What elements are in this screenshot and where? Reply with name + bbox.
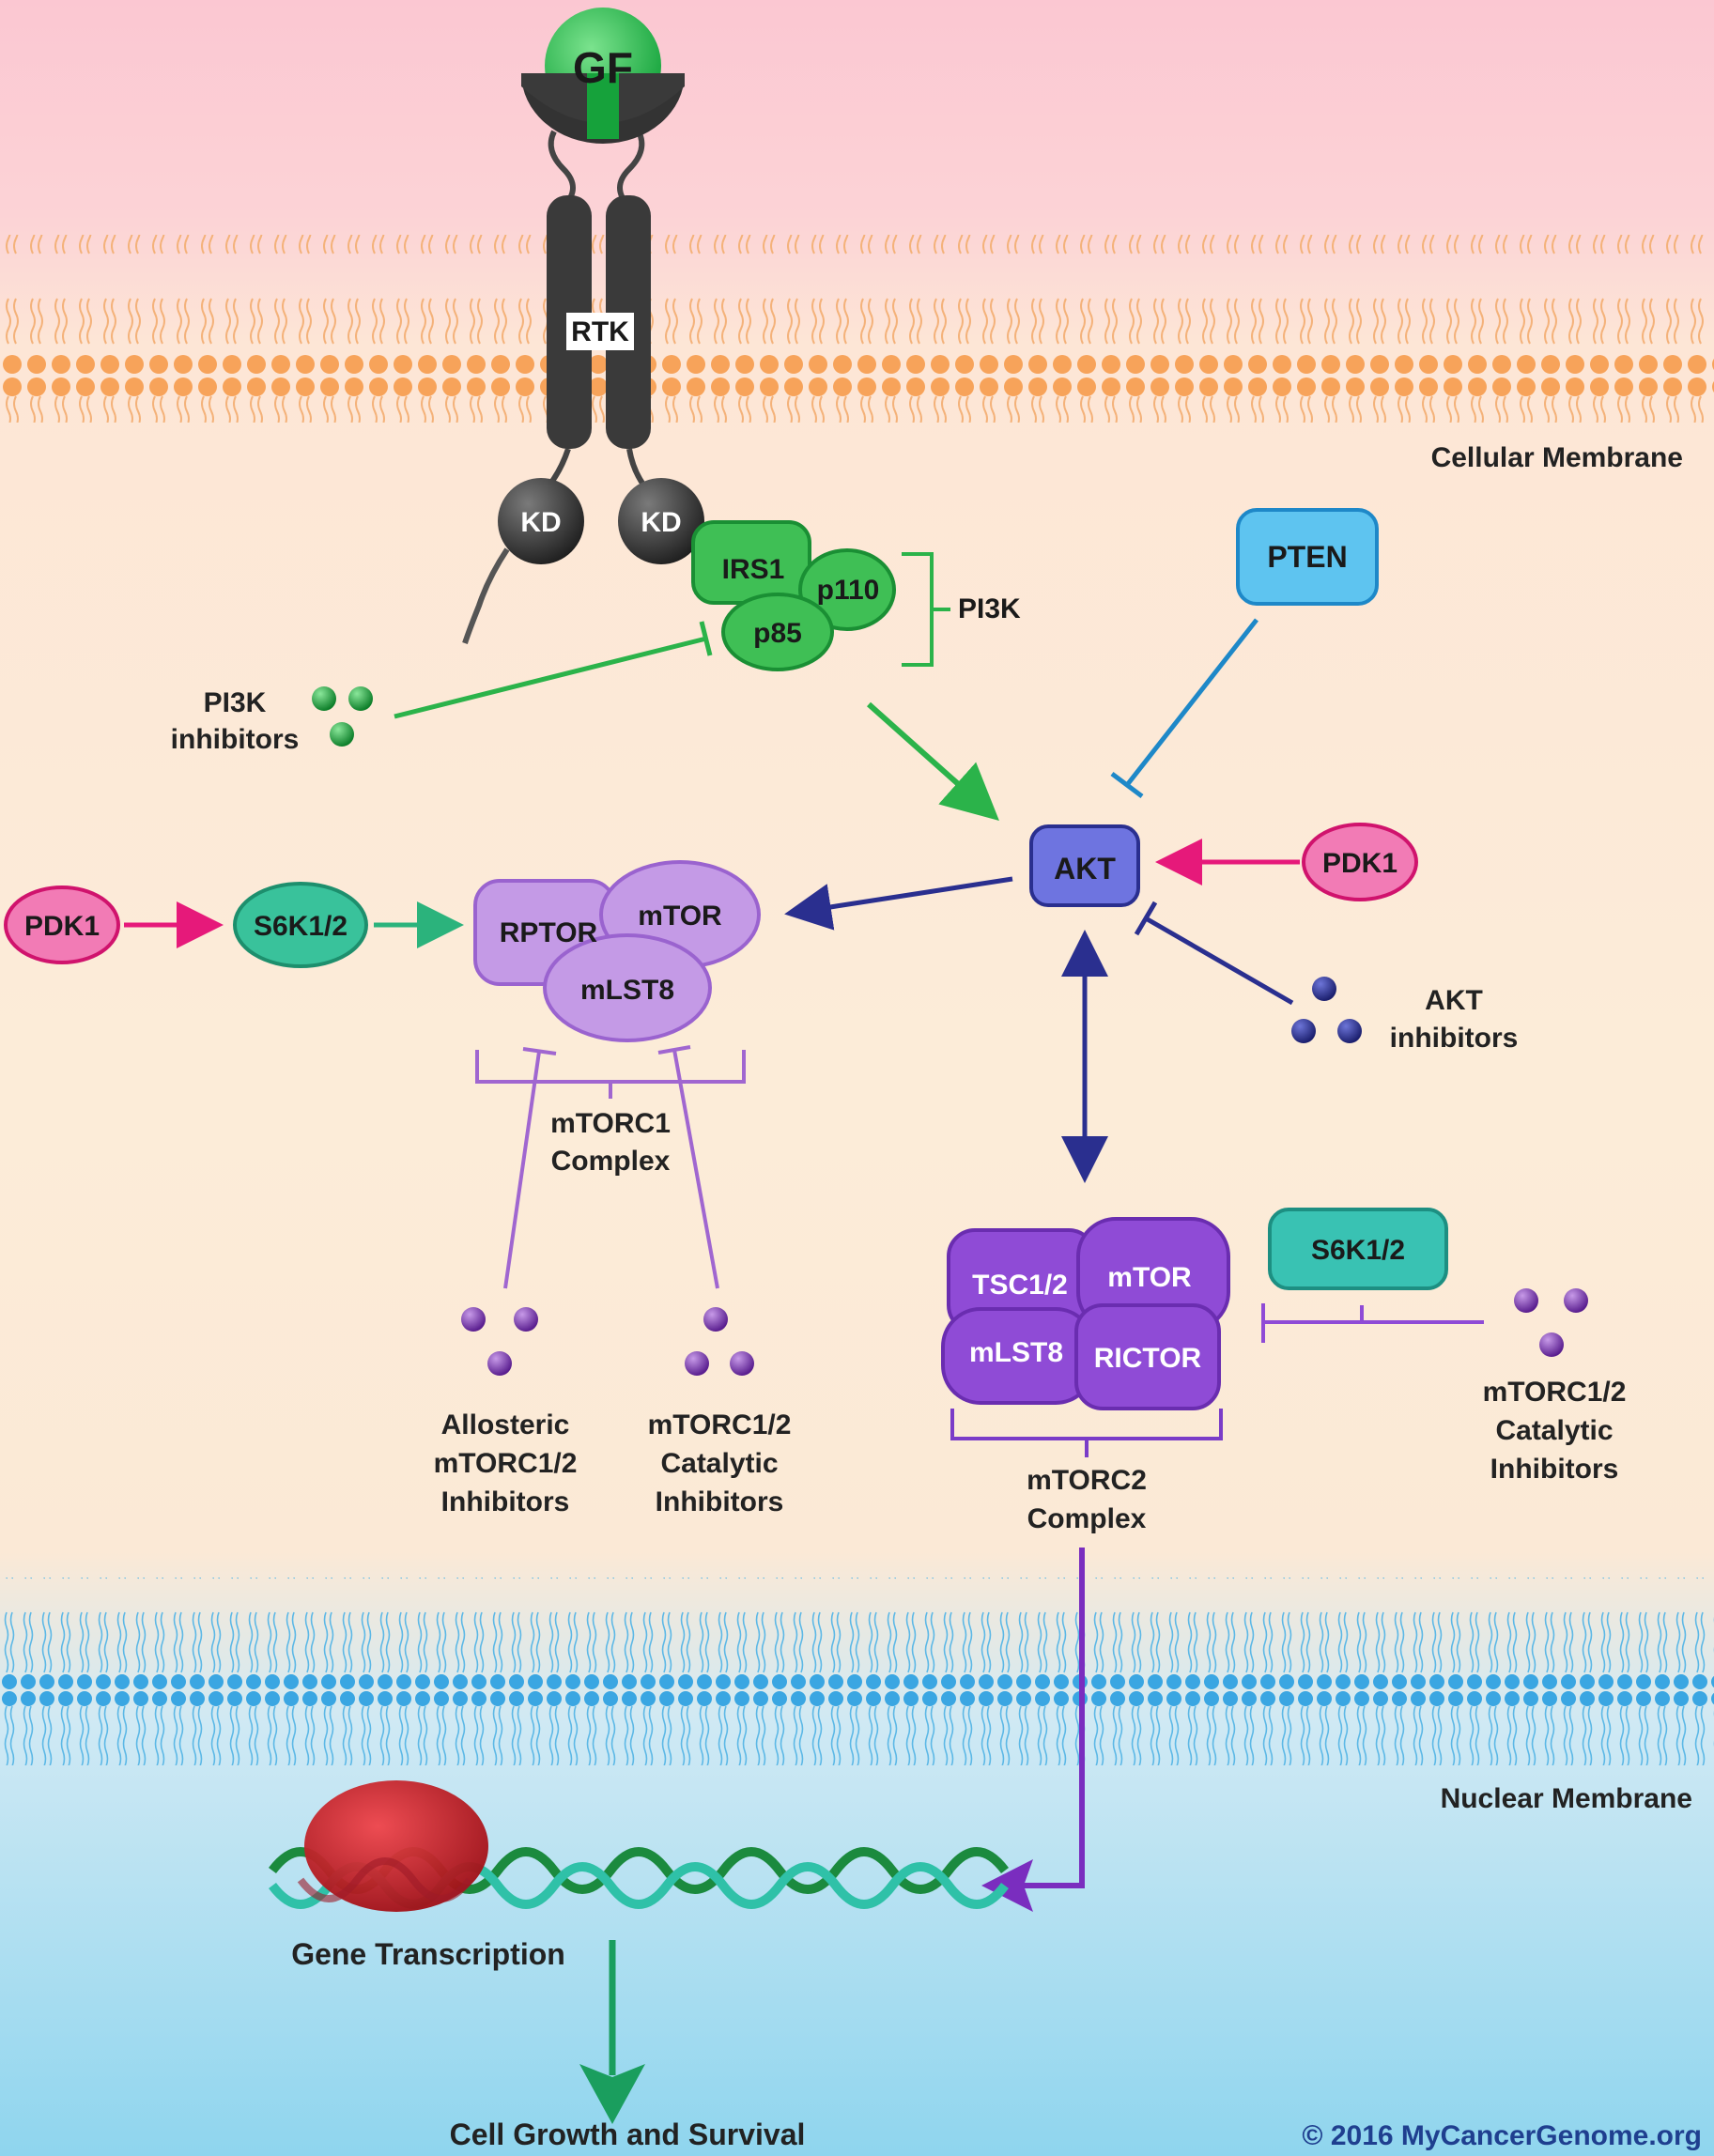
catalytic-right-line1: mTORC1/2: [1483, 1377, 1627, 1408]
dna-helix: [269, 1780, 1009, 1912]
allosteric-line3: Inhibitors: [441, 1486, 570, 1517]
allosteric-inhibitors: Allosteric mTORC1/2 Inhibitors: [434, 1307, 578, 1517]
catalytic-left-line2: Catalytic: [660, 1448, 778, 1479]
mtorc2-nucleus-arrow: [1014, 1548, 1085, 1888]
akt-inhibitors-line1: AKT: [1425, 985, 1483, 1016]
catalytic-inhibition-edge-1: [657, 1045, 719, 1289]
allosteric-line1: Allosteric: [441, 1409, 570, 1440]
kinase-domain-right: [618, 478, 704, 564]
pi3k-akt-arrow: [867, 701, 999, 821]
transcription-outcome-arrowhead: [579, 2064, 645, 2124]
kd-left-label: KD: [520, 507, 561, 538]
gf-label: GF: [573, 43, 633, 92]
mtorc1-complex: RPTOR mTOR mLST8 mTORC1 Complex: [473, 860, 761, 1177]
s6k-node-right: S6K1/2: [1268, 1208, 1448, 1290]
catalytic-right-line3: Inhibitors: [1490, 1454, 1619, 1485]
catalytic-inhibitors-left: mTORC1/2 Catalytic Inhibitors: [648, 1307, 792, 1517]
pi3k-inhibition-edge: [394, 621, 713, 719]
rtk-label: RTK: [571, 316, 629, 347]
transcription-factor: [304, 1780, 488, 1912]
rictor-label: RICTOR: [1094, 1343, 1202, 1374]
kd-right-label: KD: [641, 507, 681, 538]
p110-label: p110: [817, 575, 880, 606]
akt-inhibitors: AKT inhibitors: [1291, 977, 1518, 1054]
nuclear-membrane: [0, 1578, 1714, 1765]
mtor1-label: mTOR: [638, 901, 722, 932]
akt-label: AKT: [1054, 852, 1116, 886]
mtorc2-complex: TSC1/2 mTOR mLST8 RICTOR mTORC2 Complex: [941, 1217, 1230, 1534]
mtor2-label: mTOR: [1107, 1262, 1192, 1293]
catalytic-right-line2: Catalytic: [1495, 1415, 1613, 1446]
pi3k-inhibitors-line1: PI3K: [204, 687, 267, 718]
p85-label: p85: [753, 618, 802, 649]
copyright-credit: © 2016 MyCancerGenome.org: [1302, 2120, 1702, 2151]
irs1-label: IRS1: [722, 554, 785, 585]
mtorc1-label-line1: mTORC1: [550, 1108, 671, 1139]
pten-node: PTEN: [1236, 508, 1379, 606]
gene-transcription-label: Gene Transcription: [291, 1937, 565, 1971]
allosteric-line2: mTORC1/2: [434, 1448, 578, 1479]
pdk1-node-right: PDK1: [1302, 823, 1418, 901]
pi3k-inhibitors: PI3K inhibitors: [171, 686, 373, 755]
akt-inhibitor-edge: [1134, 901, 1294, 1006]
growth-factor: GF: [521, 8, 685, 144]
mlst8-2-label: mLST8: [969, 1337, 1063, 1368]
rptor-label: RPTOR: [500, 917, 598, 948]
tsc-label: TSC1/2: [972, 1270, 1068, 1301]
rtk-receptor: RTK KD KD: [462, 130, 734, 644]
nuclear-membrane-label: Nuclear Membrane: [1441, 1783, 1692, 1814]
cell-growth-label: Cell Growth and Survival: [450, 2118, 806, 2151]
pdk1-left-label: PDK1: [24, 911, 100, 942]
allosteric-inhibition-edge: [503, 1047, 557, 1289]
pdk1-right-label: PDK1: [1322, 848, 1397, 879]
pi3k-inhibitors-line2: inhibitors: [171, 724, 300, 755]
mtorc1-label-line2: Complex: [551, 1146, 671, 1177]
mlst8-1-label: mLST8: [580, 975, 674, 1006]
mtorc2-label-line2: Complex: [1027, 1503, 1147, 1534]
pten-akt-inhibition-edge: [1110, 618, 1258, 798]
s6k-left-label: S6K1/2: [254, 911, 347, 942]
kinase-domain-left: [498, 478, 584, 564]
pi3k-complex: IRS1 p110 p85 PI3K: [691, 520, 1021, 671]
mtorc2-inhibition-edge: [1261, 1303, 1484, 1343]
cellular-membrane-label: Cellular Membrane: [1431, 442, 1683, 473]
akt-inhibitors-line2: inhibitors: [1390, 1023, 1519, 1054]
pten-label: PTEN: [1267, 540, 1347, 574]
pi3k-group-label: PI3K: [958, 593, 1021, 624]
akt-mtorc1-arrow: [784, 876, 1013, 931]
mtorc2-label-line1: mTORC2: [1027, 1465, 1147, 1496]
s6k-node-left: S6K1/2: [233, 882, 368, 968]
mtorc2-nucleus-arrowhead: [981, 1859, 1033, 1912]
s6k-right-label: S6K1/2: [1311, 1235, 1405, 1266]
cellular-membrane: [0, 235, 1714, 423]
catalytic-inhibitors-right: mTORC1/2 Catalytic Inhibitors: [1483, 1288, 1627, 1485]
akt-node: AKT: [1029, 824, 1140, 907]
catalytic-left-line3: Inhibitors: [656, 1486, 784, 1517]
pdk1-node-left: PDK1: [4, 886, 120, 964]
catalytic-left-line1: mTORC1/2: [648, 1409, 792, 1440]
